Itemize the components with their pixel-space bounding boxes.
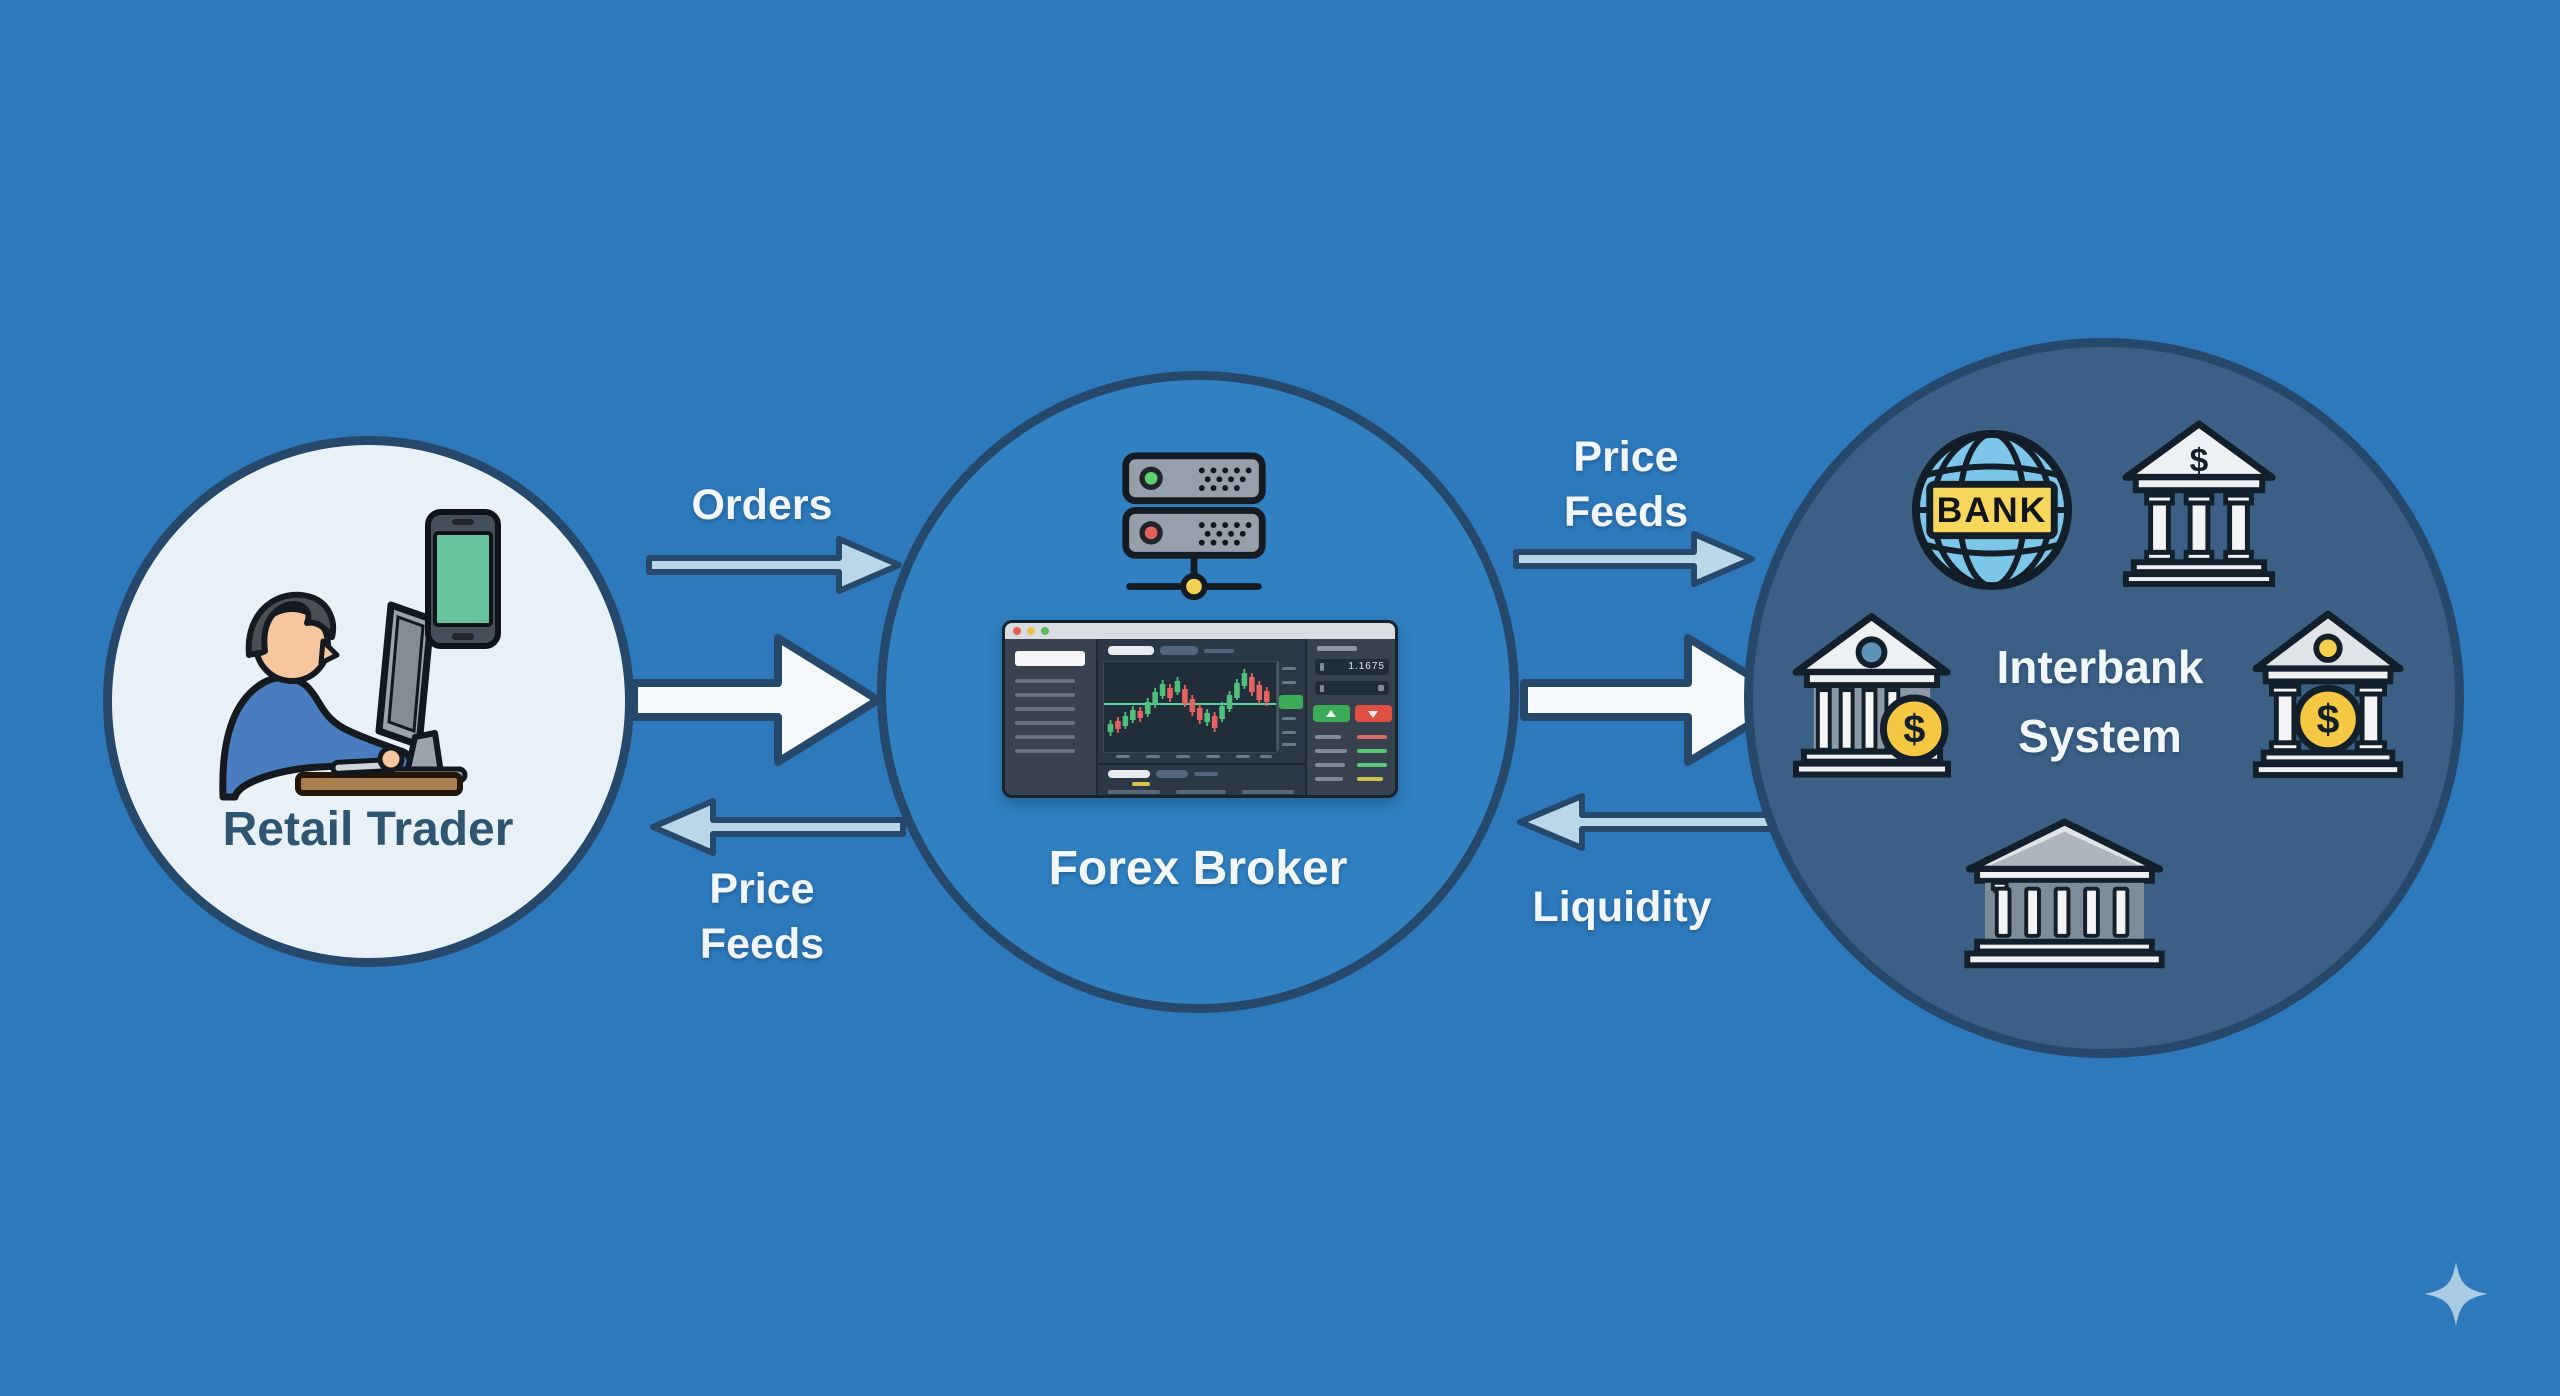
liquidity-arrow bbox=[1517, 793, 1777, 851]
trading-platform-window: 1.1675 bbox=[1002, 620, 1398, 798]
platform-sidebar bbox=[1005, 639, 1098, 795]
liquidity-label: Liquidity bbox=[1532, 883, 1712, 931]
network-node-dot bbox=[1180, 572, 1208, 601]
broker-to-interbank-arrow bbox=[1520, 634, 1794, 766]
orders-arrow bbox=[646, 536, 902, 594]
bank-badge-text: BANK bbox=[1937, 490, 2048, 530]
traffic-light-green bbox=[1041, 627, 1049, 635]
price-feeds-to-interbank-label: Price Feeds bbox=[1563, 433, 1689, 537]
traffic-light-yellow bbox=[1027, 627, 1035, 635]
bank-icon-dollar-pediment: $ bbox=[2122, 420, 2276, 587]
server-led-red bbox=[1144, 526, 1158, 540]
bank-icon-coin-center: $ bbox=[2252, 610, 2404, 778]
trader-at-desk-icon bbox=[219, 591, 468, 801]
sparkle-icon bbox=[2424, 1262, 2488, 1326]
coin-icon bbox=[1879, 694, 1949, 764]
retail-trader-node bbox=[103, 436, 634, 967]
traffic-light-red bbox=[1013, 627, 1021, 635]
search-box bbox=[1015, 651, 1085, 666]
dollar-sign: $ bbox=[2190, 442, 2209, 479]
sell-button bbox=[1355, 705, 1392, 722]
buy-button bbox=[1313, 705, 1350, 722]
smartphone-icon bbox=[425, 509, 501, 649]
price-feeds-to-interbank-arrow bbox=[1513, 531, 1755, 587]
orders-subpanel bbox=[1098, 763, 1305, 795]
forex-broker-label: Forex Broker bbox=[1048, 842, 1348, 895]
price-feeds-to-trader-arrow bbox=[650, 798, 906, 856]
bank-icon-coin-corner: $ bbox=[1792, 613, 1952, 778]
price-field: 1.1675 bbox=[1315, 659, 1389, 675]
retail-trader-label: Retail Trader bbox=[222, 803, 514, 856]
bank-icon-plain bbox=[1964, 818, 2165, 969]
dollar-sign: $ bbox=[2317, 696, 2340, 742]
platform-chart-panel bbox=[1098, 639, 1307, 795]
server-led-green bbox=[1144, 471, 1158, 485]
chart-tab bbox=[1108, 646, 1154, 655]
volume-field bbox=[1315, 681, 1389, 695]
dollar-sign: $ bbox=[1903, 708, 1925, 752]
price-feeds-to-trader-label: Price Feeds bbox=[699, 865, 825, 969]
pending-order-dash bbox=[1132, 782, 1150, 786]
price-value: 1.1675 bbox=[1348, 661, 1385, 672]
interbank-system-label: Interbank System bbox=[1996, 641, 2204, 762]
orders-label: Orders bbox=[691, 481, 833, 529]
candlestick-chart bbox=[1103, 661, 1277, 753]
price-tag bbox=[1279, 695, 1303, 709]
trader-to-broker-arrow bbox=[630, 634, 882, 766]
desk bbox=[295, 772, 463, 796]
global-bank-icon: BANK bbox=[1911, 429, 2073, 591]
server-stack-icon bbox=[1122, 452, 1266, 601]
platform-titlebar bbox=[1005, 623, 1395, 639]
order-ticket-panel: 1.1675 bbox=[1307, 639, 1395, 795]
